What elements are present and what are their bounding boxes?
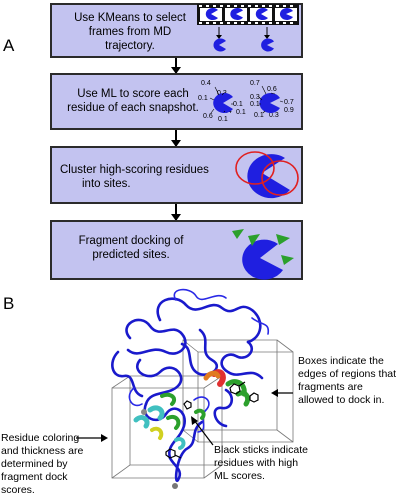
score: 0.1 <box>250 101 260 108</box>
cluster-ring <box>235 151 275 185</box>
score: 0.6 <box>267 86 277 93</box>
score: 0.1 <box>198 95 208 102</box>
annotation-coloring: Residue coloring and thickness are deter… <box>1 432 84 496</box>
step-2-text: Use ML to score each residue of each sna… <box>67 88 199 114</box>
pacman-icon <box>213 93 233 113</box>
panel-b-label: B <box>3 294 15 313</box>
score: 0.7 <box>250 80 260 87</box>
panel-a-label: A <box>3 36 15 55</box>
annotation-sticks: Black sticks indicate residues with high… <box>214 444 308 482</box>
docking-region-boxes <box>111 339 294 479</box>
high-score-sticks <box>165 381 259 459</box>
arrow-1 <box>171 58 181 74</box>
fragment-icons <box>232 229 294 265</box>
step-4-text: Fragment docking of predicted sites. <box>78 235 184 261</box>
film-strip-icon <box>197 4 299 25</box>
score: 0.6 <box>203 113 213 120</box>
score: 0.3 <box>269 112 279 119</box>
score: 0.1 <box>218 116 228 123</box>
cluster-ring <box>261 160 299 196</box>
annotation-arrow <box>193 419 214 446</box>
score: 0.4 <box>201 80 211 87</box>
score: 0.1 <box>254 112 264 119</box>
pacman-icon <box>213 38 226 52</box>
protein-ribbon <box>111 297 264 482</box>
docking-pacman <box>242 239 283 280</box>
arrow-3 <box>171 204 181 221</box>
pacman-icon <box>261 38 274 52</box>
cluster-pacman <box>247 154 290 199</box>
score: 0.1 <box>236 109 246 116</box>
step-3-text: Cluster high-scoring residues into sites… <box>60 164 209 190</box>
arrow-2 <box>171 130 181 147</box>
pacman-icon <box>259 93 280 113</box>
step-1-text: Use KMeans to select frames from MD traj… <box>74 12 186 52</box>
score: 0.9 <box>284 107 294 114</box>
annotation-boxes: Boxes indicate the edges of regions that… <box>298 355 397 406</box>
atom-sphere <box>172 483 178 489</box>
score: 0.7 <box>284 99 294 106</box>
protein-ribbon-thin <box>128 288 270 433</box>
atom-sphere <box>141 409 147 415</box>
score: 0.3 <box>250 94 260 101</box>
score: 0.1 <box>233 101 243 108</box>
scored-residues <box>133 369 251 450</box>
